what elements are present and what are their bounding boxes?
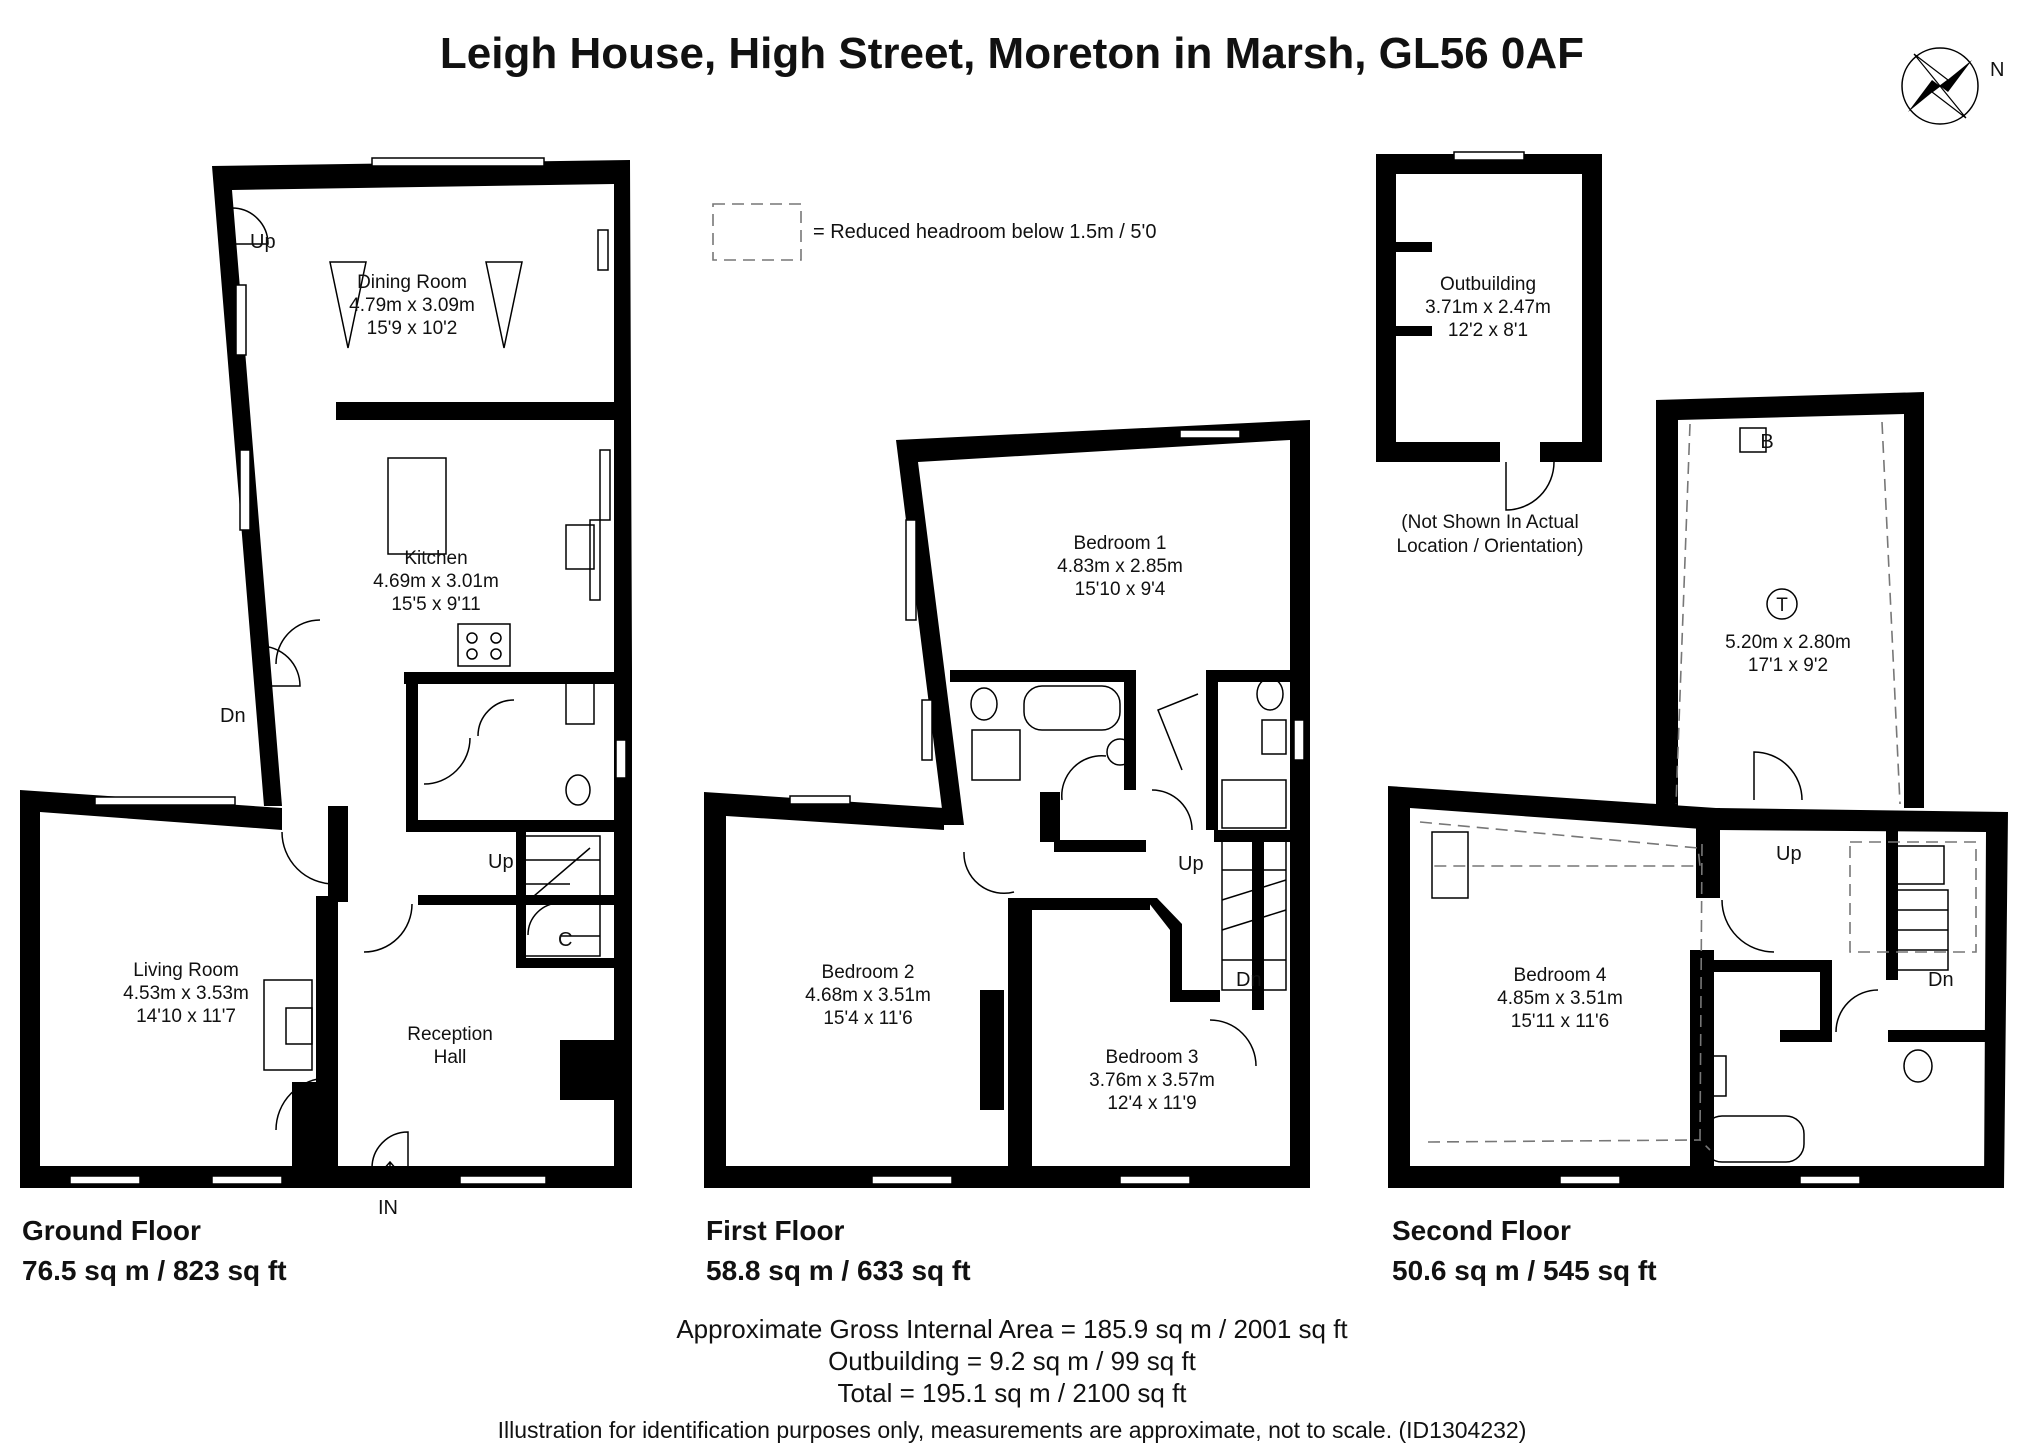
legend-text: = Reduced headroom below 1.5m / 5'0 — [813, 221, 1156, 243]
dining-room-imperial: 15'9 x 10'2 — [367, 318, 458, 339]
first-up-label: Up — [1178, 853, 1204, 875]
bedroom4-imperial: 15'11 x 11'6 — [1511, 1011, 1609, 1032]
living-room-metric: 4.53m x 3.53m — [123, 983, 249, 1004]
ground-floor-area: 76.5 sq m / 823 sq ft — [22, 1255, 287, 1286]
bedroom2-imperial: 15'4 x 11'6 — [823, 1008, 912, 1029]
ground-floor-plan — [20, 157, 632, 1188]
page-title: Leigh House, High Street, Moreton in Mar… — [440, 29, 1584, 78]
second-floor-name: Second Floor — [1392, 1215, 1571, 1246]
boiler-label: B — [1760, 431, 1773, 453]
bedroom3-imperial: 12'4 x 11'9 — [1107, 1093, 1196, 1114]
entrance-label: IN — [378, 1197, 398, 1219]
compass-icon — [1901, 47, 1979, 125]
bedroom1-metric: 4.83m x 2.85m — [1057, 556, 1183, 577]
ground-floor-name: Ground Floor — [22, 1215, 201, 1246]
outbuilding-plan — [1376, 151, 1602, 511]
first-floor-plan — [704, 420, 1310, 1188]
bedroom3-metric: 3.76m x 3.57m — [1089, 1070, 1215, 1091]
compass-north-label: N — [1990, 59, 2004, 81]
outbuilding-metric: 3.71m x 2.47m — [1425, 297, 1551, 318]
disclaimer: Illustration for identification purposes… — [498, 1417, 1527, 1443]
first-floor-name: First Floor — [706, 1215, 845, 1246]
bedroom2-name: Bedroom 2 — [822, 962, 915, 983]
living-room-name: Living Room — [133, 960, 239, 981]
second-dn-label: Dn — [1928, 969, 1954, 991]
ground-dn-label: Dn — [220, 705, 246, 727]
kitchen-name: Kitchen — [404, 548, 467, 569]
reception-hall-line2: Hall — [434, 1047, 467, 1068]
bedroom1-imperial: 15'10 x 9'4 — [1075, 579, 1166, 600]
outbuilding-imperial: 12'2 x 8'1 — [1448, 320, 1528, 341]
first-floor-area: 58.8 sq m / 633 sq ft — [706, 1255, 971, 1286]
bedroom4-metric: 4.85m x 3.51m — [1497, 988, 1623, 1009]
second-up-label: Up — [1776, 843, 1802, 865]
attic-metric: 5.20m x 2.80m — [1725, 632, 1851, 653]
second-floor-area: 50.6 sq m / 545 sq ft — [1392, 1255, 1657, 1286]
ground-up-label: Up — [250, 231, 276, 253]
attic-imperial: 17'1 x 9'2 — [1748, 655, 1828, 676]
dining-room-name: Dining Room — [357, 272, 467, 293]
kitchen-metric: 4.69m x 3.01m — [373, 571, 499, 592]
living-room-imperial: 14'10 x 11'7 — [136, 1006, 236, 1027]
outbuilding-note-2: Location / Orientation) — [1397, 536, 1584, 557]
legend-swatch — [712, 203, 802, 261]
ground-up-label-2: Up — [488, 851, 514, 873]
outbuilding-area: Outbuilding = 9.2 sq m / 99 sq ft — [828, 1346, 1197, 1376]
cupboard-label: C — [558, 929, 572, 951]
reception-hall-line1: Reception — [407, 1024, 493, 1045]
second-floor-plan — [1388, 392, 2008, 1188]
bedroom3-name: Bedroom 3 — [1106, 1047, 1199, 1068]
gross-internal-area: Approximate Gross Internal Area = 185.9 … — [676, 1314, 1348, 1344]
dining-room-metric: 4.79m x 3.09m — [349, 295, 475, 316]
outbuilding-note-1: (Not Shown In Actual — [1401, 512, 1578, 533]
outbuilding-name: Outbuilding — [1440, 274, 1536, 295]
bedroom2-metric: 4.68m x 3.51m — [805, 985, 931, 1006]
total-area: Total = 195.1 sq m / 2100 sq ft — [837, 1378, 1187, 1408]
bedroom4-name: Bedroom 4 — [1514, 965, 1607, 986]
first-dn-label: Dn — [1236, 969, 1262, 991]
kitchen-imperial: 15'5 x 9'11 — [391, 594, 480, 615]
bedroom1-name: Bedroom 1 — [1074, 533, 1167, 554]
tank-label: T — [1776, 595, 1788, 616]
